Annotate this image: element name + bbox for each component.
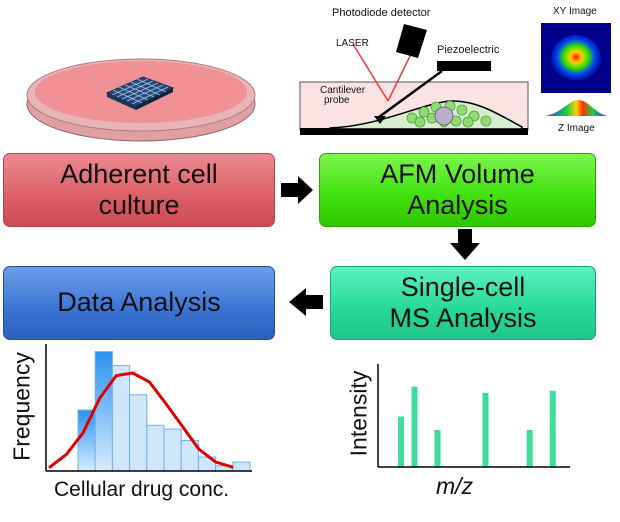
spectrum-ylabel: Intensity xyxy=(345,370,372,457)
laser-label: LASER xyxy=(336,38,369,49)
spectrum-peak xyxy=(482,392,489,467)
arrow-down-icon xyxy=(450,229,480,260)
afm-volume-analysis-label: AFM Volume Analysis xyxy=(380,158,535,220)
spectrum-peak xyxy=(526,429,533,467)
histogram-density-curve xyxy=(48,371,234,469)
photodiode-detector-label: Photodiode detector xyxy=(332,7,431,19)
spectrum-peak xyxy=(398,416,405,467)
probe-label: probe xyxy=(324,95,350,106)
probe-tip-icon xyxy=(374,116,386,124)
arrow-left-icon xyxy=(289,288,323,316)
spectrum-peak xyxy=(411,386,418,467)
single-cell-ms-analysis-label: Single-cell MS Analysis xyxy=(389,271,537,333)
afm-volume-analysis-box: AFM Volume Analysis xyxy=(319,153,596,227)
z-image-label: Z Image xyxy=(558,123,595,134)
spectrum-xlabel: m/z xyxy=(436,473,474,499)
adherent-cell-culture-box: Adherent cell culture xyxy=(3,153,275,227)
spectrum-peak xyxy=(434,429,441,467)
adherent-cell-culture-label: Adherent cell culture xyxy=(60,158,218,220)
cantilever-label: Cantilever xyxy=(320,85,366,96)
arrow-right-icon xyxy=(281,176,313,204)
single-cell-ms-analysis-box: Single-cell MS Analysis xyxy=(330,266,596,340)
piezoelectric-label: Piezoelectric xyxy=(437,44,500,56)
xy-image-label: XY Image xyxy=(553,6,597,17)
spectrum-peak xyxy=(549,390,556,467)
cell-nucleus xyxy=(434,106,454,126)
data-analysis-box: Data Analysis xyxy=(3,266,275,340)
data-analysis-label: Data Analysis xyxy=(57,287,221,318)
piezoelectric-icon xyxy=(437,61,491,71)
cantilever-icon xyxy=(378,69,443,119)
photodiode-detector-icon xyxy=(396,24,427,58)
microwell-chip-icon xyxy=(105,76,175,110)
histogram-xlabel: Cellular drug conc. xyxy=(54,478,230,501)
laser-beam xyxy=(352,43,414,102)
